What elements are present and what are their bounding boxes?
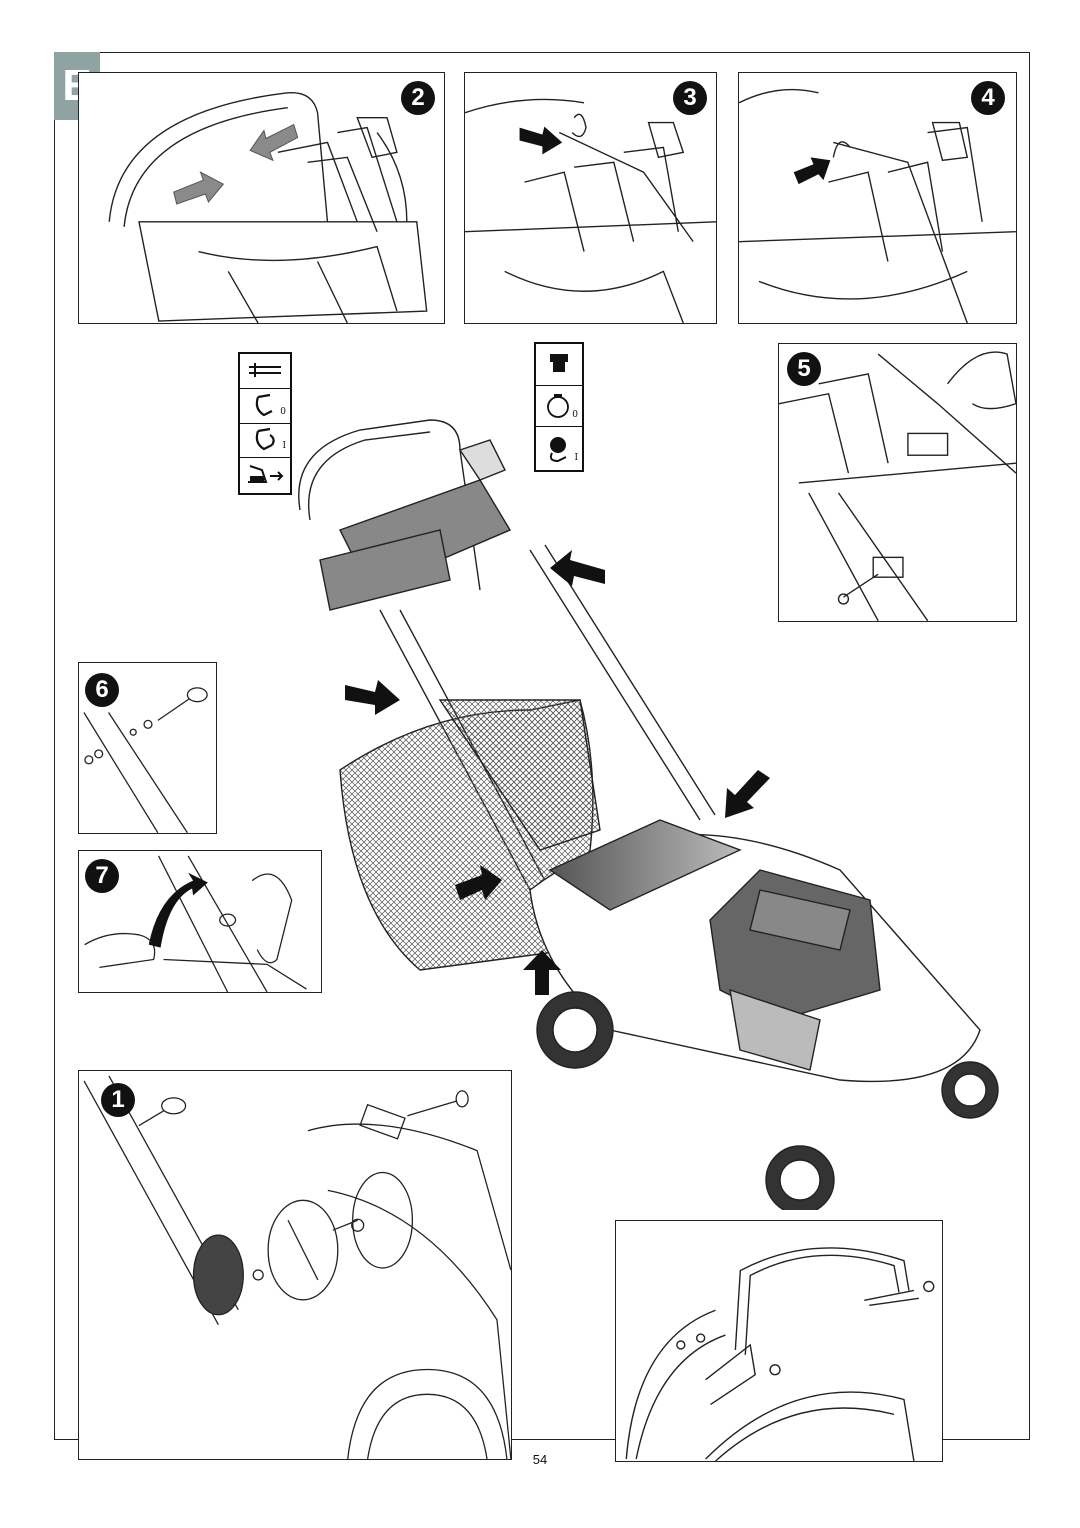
engine-run-icon: I [536,427,582,469]
symbol-mark-i: I [574,452,578,463]
blade-brake-icon [240,354,290,389]
arrow-black [725,770,770,818]
panel-step-4: 4 [738,72,1017,324]
lawnmower-illustration [298,419,999,1210]
arrow-right-grey [173,171,225,205]
step-badge-6: 6 [85,673,119,707]
panel-step-5: 5 [778,343,1017,622]
symbol-mark-0: 0 [572,410,578,421]
step-badge-3: 3 [673,81,707,115]
cable-clip-illustration [779,351,1016,621]
arrow-black [793,157,831,185]
step-badge-7: 7 [85,859,119,893]
symbol-mark-0: 0 [280,406,286,417]
arrow-left-grey [249,123,299,162]
symbol-strip-left: 0 I [238,352,292,495]
step-badge-2: 2 [401,81,435,115]
bracket-mount-illustration [625,1247,935,1461]
mower-drive-icon [240,458,290,492]
curved-arrow-black [148,872,208,948]
wheel-drive-exploded-illustration [83,1075,511,1459]
panel-step-7: 7 [78,850,322,993]
step-badge-4: 4 [971,81,1005,115]
step-badge-1: 1 [101,1083,135,1117]
panel-step-3: 3 [464,72,717,324]
arrow-black [345,680,400,715]
hand-pull-illustration [84,855,307,992]
panel-step-2: 2 [78,72,445,324]
page-frame [54,52,1030,1440]
symbol-strip-right: 0 I [534,342,584,472]
panel-step-1: 1 [78,1070,512,1460]
lever-engaged-icon: I [240,424,290,459]
arrow-black [523,950,561,995]
arrow-black [455,865,502,900]
step-badge-5: 5 [787,352,821,386]
cable-spring-illustration [739,88,1016,323]
panel-bracket [615,1220,943,1462]
arrow-black [550,550,605,586]
engine-off-icon: 0 [536,386,582,428]
page-number: 54 [532,1452,548,1467]
lever-released-icon: 0 [240,389,290,424]
engine-icon [536,344,582,386]
cable-hook-illustration [465,98,716,323]
symbol-mark-i: I [282,441,286,452]
handle-cable-illustration [108,92,428,323]
bolt-washer-illustration [83,687,208,833]
arrow-black [519,126,563,155]
panel-step-6: 6 [78,662,217,834]
